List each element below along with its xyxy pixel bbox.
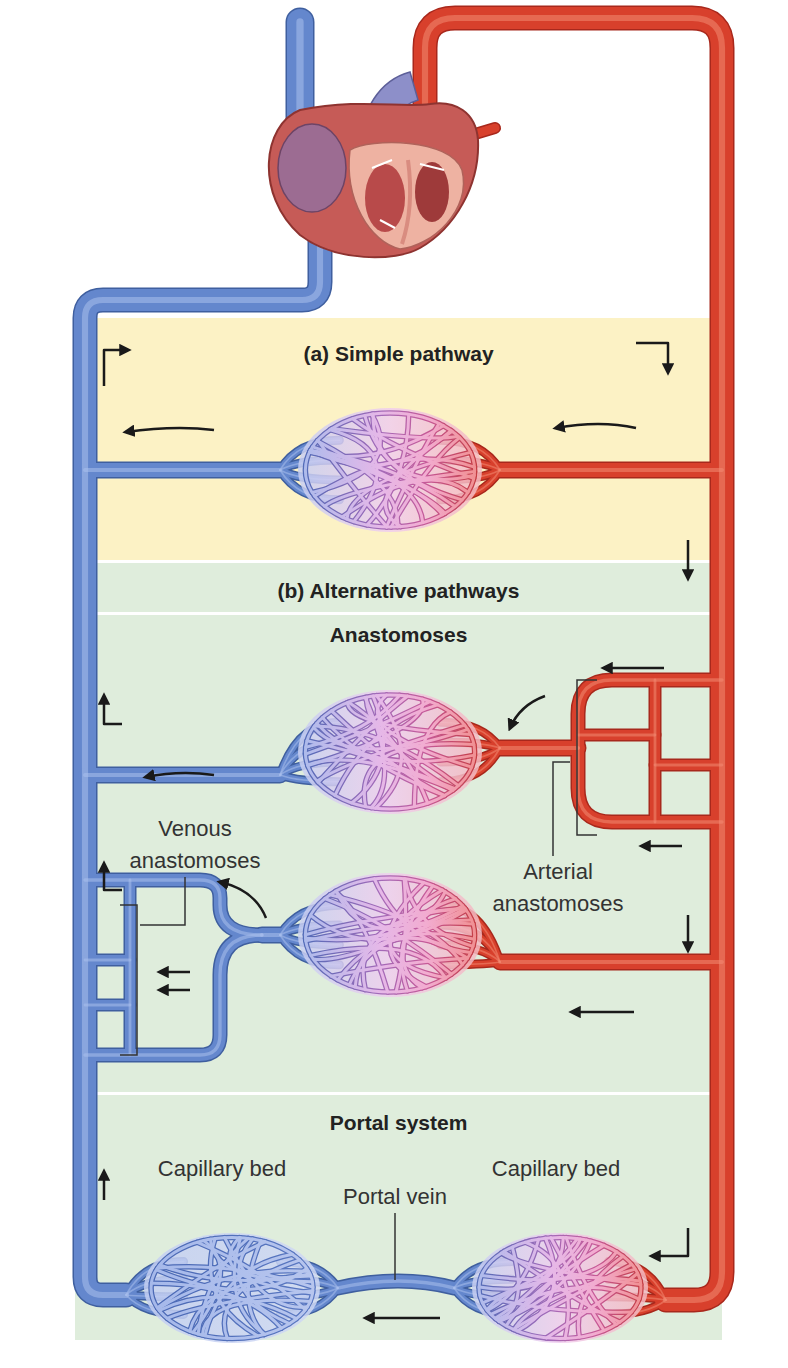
- pulmonary-vein: [455, 128, 495, 140]
- heart-body: [269, 103, 478, 257]
- right-atrium: [278, 124, 346, 212]
- ventricle: [415, 162, 449, 222]
- heart: [269, 72, 495, 257]
- vena-cava: [286, 22, 315, 140]
- pathway-band: (b) Alternative pathwaysAnastomosesPorta…: [75, 560, 722, 1340]
- callout-label: Capillary bed: [456, 1153, 656, 1185]
- ventricle: [365, 164, 405, 232]
- band-title: Anastomoses: [75, 621, 722, 649]
- heart-cut-surface: [349, 143, 463, 249]
- band-title: (a) Simple pathway: [75, 340, 722, 368]
- band-title: (b) Alternative pathways: [75, 577, 722, 605]
- heart-valve: [372, 160, 444, 228]
- vena-cava: [296, 22, 303, 140]
- vena-cava: [287, 22, 313, 140]
- section-band: Portal system: [75, 1092, 722, 1340]
- pulmonary-trunk: [360, 72, 418, 150]
- band-title: Portal system: [75, 1109, 722, 1137]
- callout-label: Capillary bed: [122, 1153, 322, 1185]
- callout-label: Arterial anastomoses: [478, 856, 638, 920]
- callout-label: Portal vein: [315, 1181, 475, 1213]
- heart-septum: [402, 160, 410, 244]
- pulmonary-vein: [455, 128, 495, 140]
- pathway-band: (a) Simple pathway: [75, 318, 722, 560]
- callout-label: Venous anastomoses: [115, 813, 275, 877]
